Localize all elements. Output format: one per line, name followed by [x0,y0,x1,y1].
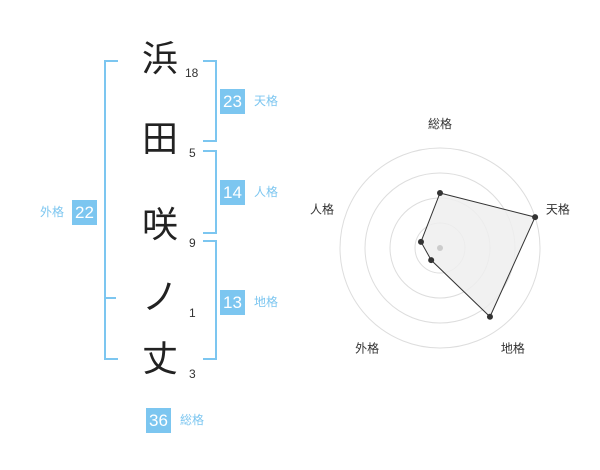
name-char-4: ノ [141,277,178,318]
soukaku-label: 総格 [180,413,205,427]
gaikaku-label: 外格 [40,205,65,219]
radar-center-dot [437,245,443,251]
stroke-count-1: 18 [185,66,199,80]
radar-axis-label-3: 外格 [355,340,379,355]
gaikaku-badge: 22 [72,200,97,225]
radar-point-2 [486,313,493,320]
name-char-2: 田 [141,119,178,160]
stroke-count-4: 1 [189,306,196,320]
radar-point-0 [437,190,443,196]
jinkaku-badge: 14 [220,180,245,205]
radar-axis-label-4: 人格 [310,202,334,217]
radar-series-polygon [420,192,536,318]
name-char-1: 浜 [141,39,178,80]
name-char-3: 咲 [141,205,178,246]
soukaku-badge: 36 [146,408,171,433]
radar-axis-label-0: 総格 [428,116,452,131]
chikaku-label: 地格 [254,295,279,309]
tenkaku-badge: 23 [220,89,245,114]
tenkaku-bracket [203,60,217,142]
stroke-count-3: 9 [189,236,196,250]
gaikaku-bracket-tick [104,297,116,299]
radar-point-3 [428,257,435,264]
radar-axis-label-2: 地格 [501,340,525,355]
chikaku-badge: 13 [220,290,245,315]
chikaku-bracket [203,240,217,360]
radar-point-1 [532,214,539,221]
stroke-count-2: 5 [189,146,196,160]
jinkaku-bracket [203,150,217,234]
jinkaku-label: 人格 [254,185,279,199]
name-char-5: 丈 [141,339,178,380]
radar-point-4 [417,238,424,245]
tenkaku-label: 天格 [254,94,279,108]
radar-points [417,190,539,320]
radar-ring-4 [339,147,541,349]
radar-axis-label-1: 天格 [546,202,570,217]
stroke-count-5: 3 [189,367,196,381]
gaikaku-bracket [104,60,118,360]
